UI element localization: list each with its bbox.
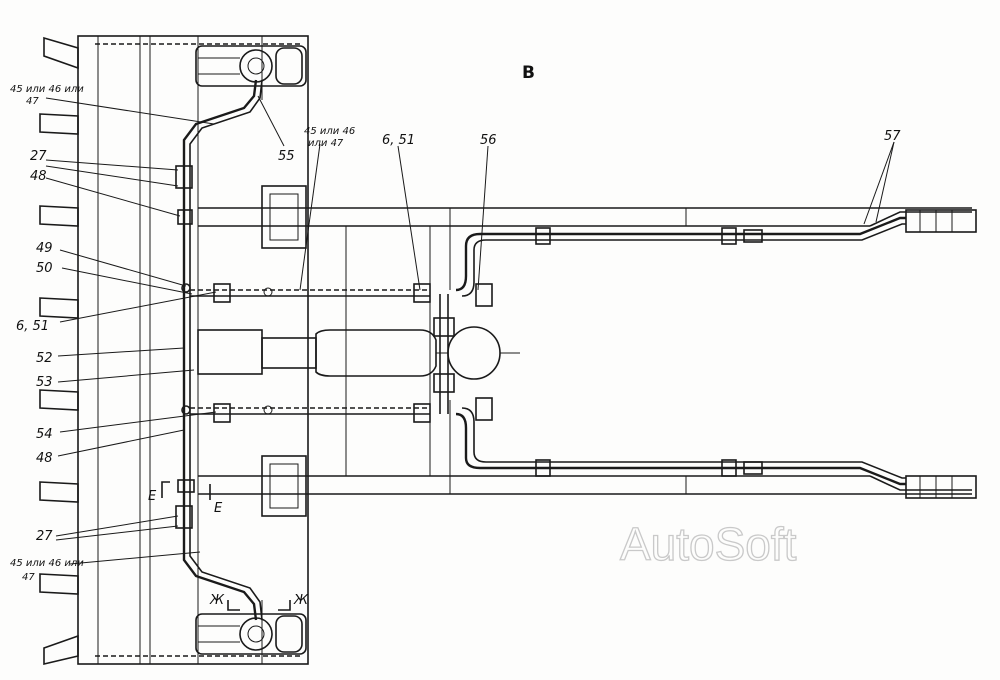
callout-6-51-right: 6, 51 bbox=[382, 133, 415, 148]
callout-45-46-47-center: 45 или 46 bbox=[304, 126, 355, 137]
callout-48-top: 48 bbox=[30, 169, 47, 184]
callout-57: 57 bbox=[884, 129, 901, 144]
section-marks bbox=[161, 481, 291, 611]
fitting-48-lower bbox=[177, 479, 195, 493]
tee-fitting bbox=[181, 283, 191, 293]
horizontal-hoses bbox=[190, 283, 493, 423]
leader-lines bbox=[45, 95, 895, 565]
push-beams bbox=[198, 185, 972, 517]
callout-6-51-left: 6, 51 bbox=[16, 319, 49, 334]
callout-45-46-47-top-line2: 47 bbox=[26, 96, 39, 107]
long-side-hoses bbox=[455, 209, 977, 499]
callout-54: 54 bbox=[36, 427, 53, 442]
callout-50: 50 bbox=[36, 261, 53, 276]
watermark: AutoSoft bbox=[620, 518, 797, 570]
fitting-27-upper bbox=[175, 165, 193, 189]
lower-cylinder-assembly bbox=[195, 613, 307, 655]
main-vertical-hoses bbox=[175, 79, 263, 621]
fitting-48-upper bbox=[177, 209, 193, 225]
callout-48-bottom: 48 bbox=[36, 451, 53, 466]
tee-fitting bbox=[181, 405, 191, 415]
section-mark-e-left: Е bbox=[148, 489, 157, 504]
callout-45-46-47-top: 45 или 46 или bbox=[10, 84, 84, 95]
view-letter: В bbox=[522, 63, 535, 83]
coupling-lower bbox=[905, 475, 977, 499]
callout-56: 56 bbox=[480, 133, 497, 148]
callout-45-46-47-center-line2: или 47 bbox=[308, 138, 344, 149]
central-cylinder bbox=[197, 326, 520, 380]
callout-53: 53 bbox=[36, 375, 53, 390]
callout-27-top: 27 bbox=[30, 149, 47, 164]
coupling-upper bbox=[905, 209, 977, 233]
callout-49: 49 bbox=[36, 241, 53, 256]
frame-structure bbox=[77, 35, 309, 665]
frame-outline bbox=[77, 35, 309, 665]
callout-27-bottom: 27 bbox=[36, 529, 53, 544]
blade-teeth bbox=[39, 36, 79, 666]
fitting-27-lower bbox=[175, 505, 193, 529]
callout-55: 55 bbox=[278, 149, 295, 164]
callout-45-46-47-bottom: 45 или 46 или bbox=[10, 558, 84, 569]
callout-45-46-47-bottom-line2: 47 bbox=[22, 572, 35, 583]
section-mark-e-right: Е bbox=[214, 501, 223, 516]
callout-52: 52 bbox=[36, 351, 53, 366]
section-mark-zh-right: Ж bbox=[293, 593, 309, 608]
upper-cylinder-assembly bbox=[195, 45, 307, 87]
section-mark-zh-left: Ж bbox=[209, 593, 225, 608]
